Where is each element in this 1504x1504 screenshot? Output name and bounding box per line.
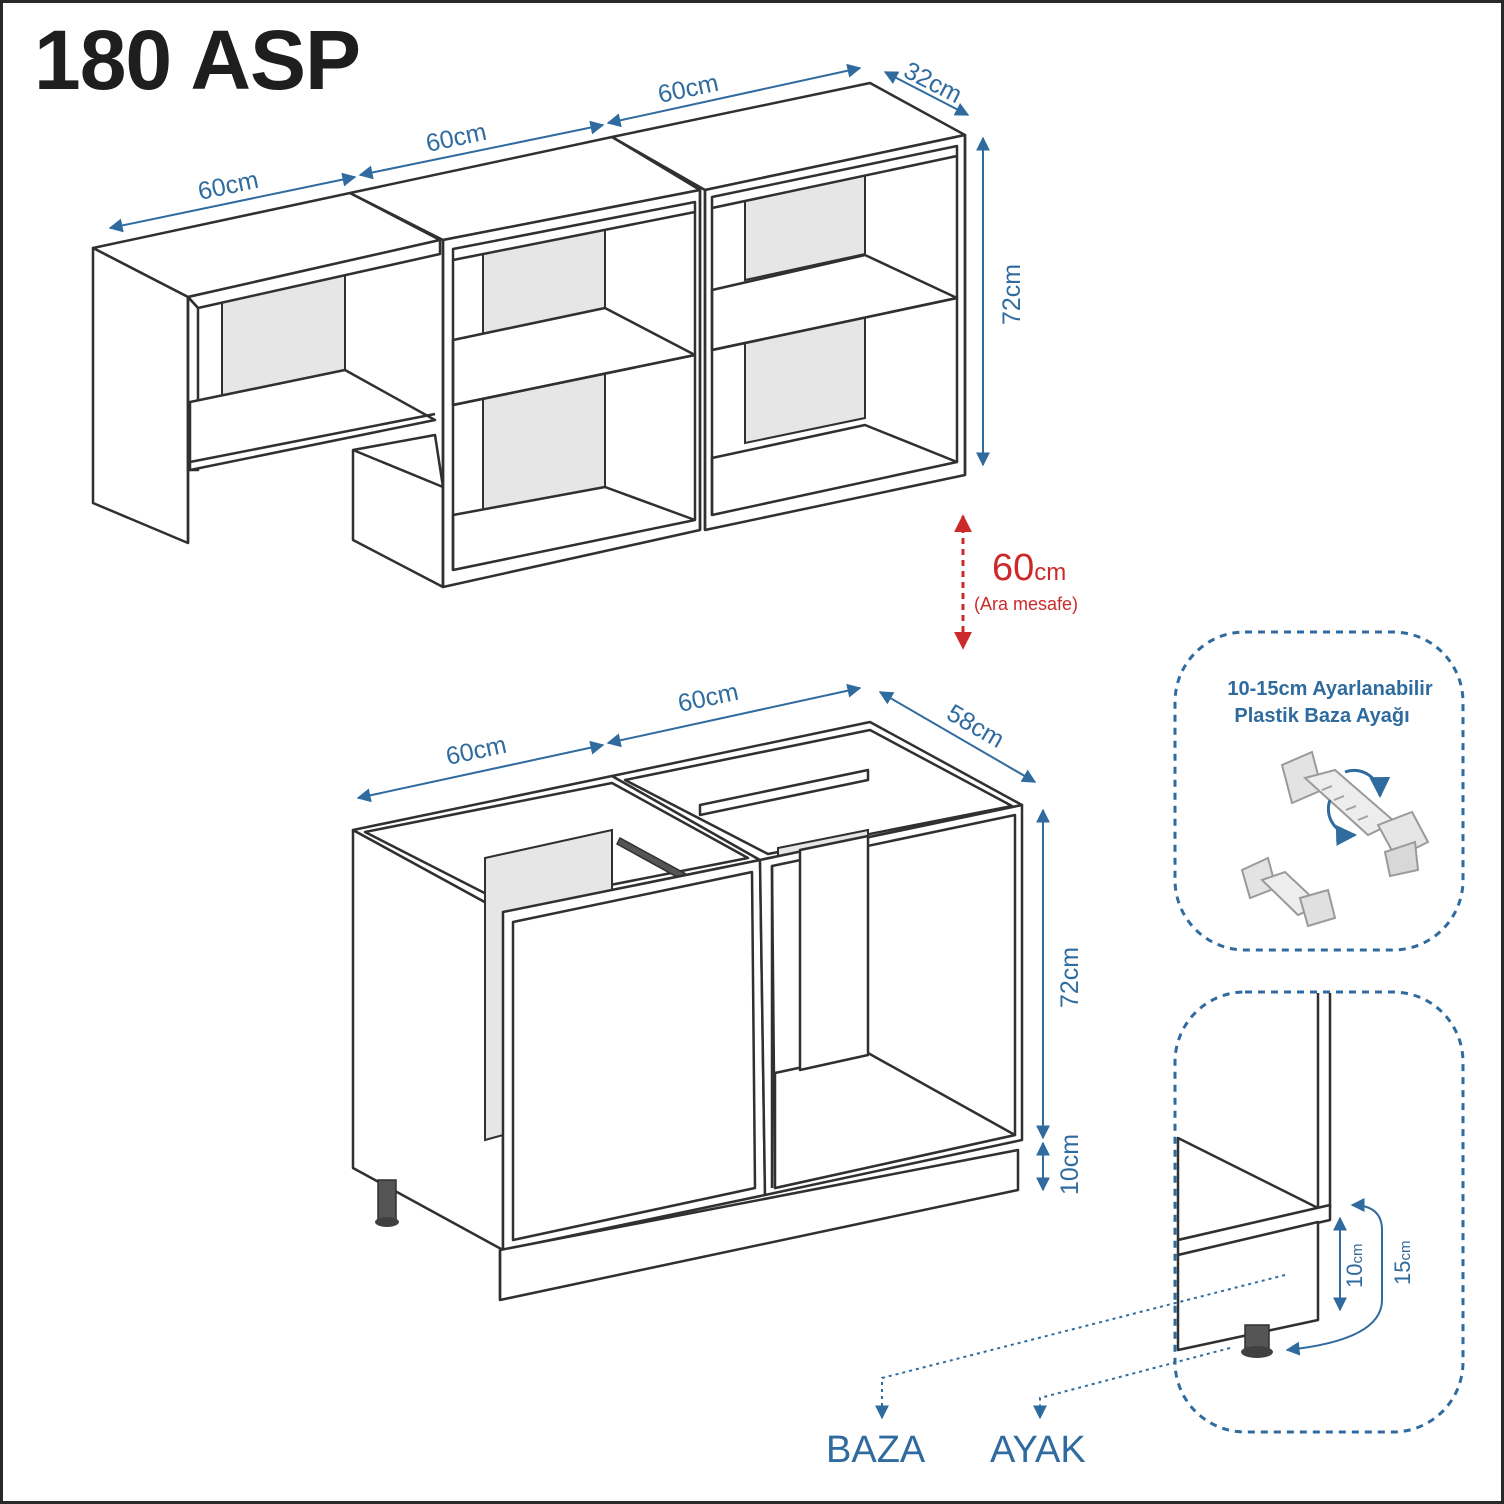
gap-value: 60	[992, 547, 1034, 589]
feet-box-line2: Plastik Baza Ayağı	[1234, 705, 1409, 727]
wall-width-3-label: 60cm	[655, 69, 721, 109]
legend-ayak: AYAK	[990, 1429, 1086, 1471]
wall-unit: 60cm 60cm 60cm 32cm 72cm	[91, 56, 1026, 589]
feet-info-box: 10-15cm Ayarlanabilir Plastik Baza Ayağı	[1173, 630, 1465, 952]
baza-leader-line	[875, 1274, 1286, 1420]
wall-width-1-label: 60cm	[195, 166, 261, 206]
wall-cabinet-right	[610, 81, 967, 532]
base-plinth-label: 10cm	[1056, 1134, 1084, 1195]
base-width-2-label: 60cm	[675, 678, 741, 718]
detail-max-unit: cm	[1397, 1241, 1414, 1261]
gap-unit: cm	[1034, 559, 1066, 586]
wall-depth-label: 32cm	[899, 56, 966, 109]
gap-label: 60cm	[992, 547, 1066, 589]
gap-note: (Ara mesafe)	[974, 594, 1078, 614]
detail-foot-pad	[1241, 1346, 1273, 1358]
base-height-label: 72cm	[1056, 947, 1084, 1008]
base-width-1-arrow	[356, 740, 605, 803]
wall-depth-arrow	[883, 71, 970, 116]
base-depth-label: 58cm	[942, 699, 1009, 754]
wall-width-1-arrow	[108, 172, 357, 233]
base-depth-arrow	[878, 691, 1037, 783]
product-title: 180 ASP	[34, 13, 361, 107]
detail-max-arrow	[1285, 1198, 1383, 1356]
wall-cabinet-middle	[348, 135, 702, 589]
detail-box-border	[1173, 990, 1465, 1434]
gap-indicator: 60cm (Ara mesafe)	[954, 514, 1078, 650]
wall-width-3-arrow	[606, 63, 862, 128]
base-foot-pad	[375, 1217, 399, 1227]
wall-cabinet-bottom-panel	[351, 433, 445, 589]
base-width-1-label: 60cm	[443, 731, 509, 771]
detail-max-label: 15cm	[1390, 1241, 1415, 1285]
wall-height-label: 72cm	[998, 264, 1026, 325]
base-width-2-arrow	[606, 683, 862, 748]
wall-width-2-label: 60cm	[423, 118, 489, 158]
detail-plinth-label: 10cm	[1342, 1244, 1367, 1288]
wall-width-2-arrow	[358, 120, 605, 180]
adjustable-leg-large	[1280, 750, 1430, 878]
base-unit: 60cm 60cm 58cm 72cm 10cm	[351, 678, 1084, 1302]
base-foot	[377, 1179, 397, 1221]
wall-cabinet-left	[91, 191, 442, 545]
plinth-detail-box: 10cm 15cm	[875, 990, 1465, 1434]
adjustable-leg-small	[1240, 856, 1337, 928]
legend-baza: BAZA	[826, 1429, 926, 1471]
feet-box-line1: 10-15cm Ayarlanabilir	[1227, 678, 1433, 700]
detail-plinth-unit: cm	[1349, 1244, 1366, 1264]
ayak-leader-line	[1033, 1347, 1231, 1420]
detail-plinth-value: 10	[1342, 1264, 1367, 1288]
detail-max-value: 15	[1390, 1261, 1415, 1285]
